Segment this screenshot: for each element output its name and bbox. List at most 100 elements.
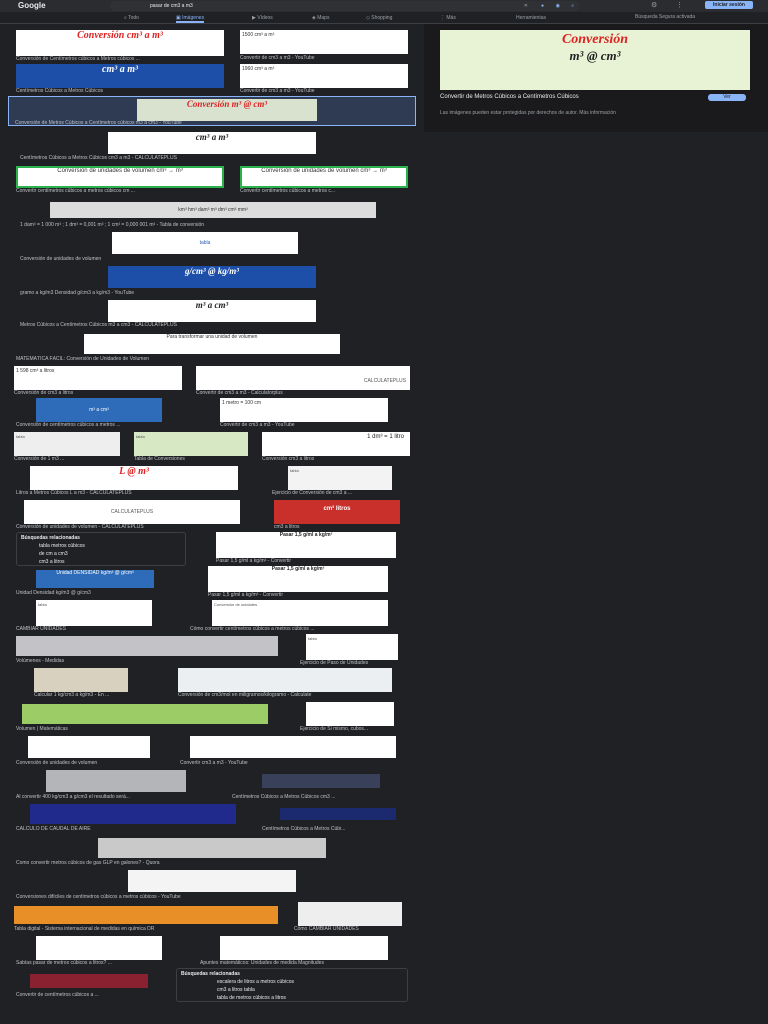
preview-title[interactable]: Convertir de Metros Cúbicos a Centímetro…	[440, 94, 579, 100]
search-icon[interactable]: ⌕	[571, 3, 574, 9]
signin-button[interactable]: Iniciar sesión	[705, 1, 753, 9]
result-caption[interactable]: Convertir de cm3 a m3 - YouTube	[220, 422, 295, 428]
result-caption[interactable]: Cómo CAMBIAR UNIDADES	[294, 926, 359, 932]
result-thumbnail[interactable]: 1 dm³ = 1 litro	[262, 432, 410, 456]
result-caption[interactable]: Pasar 1,5 g/ml a kg/m³ - Convertir	[208, 592, 284, 598]
apps-icon[interactable]: ⋮	[676, 2, 683, 9]
result-thumbnail[interactable]: Conversión de unidades	[212, 600, 388, 626]
result-caption[interactable]: gramo a kg/m3 Densidad g/cm3 a kg/m3 - Y…	[20, 290, 135, 296]
tab-shopping[interactable]: ◇ Shopping	[366, 15, 393, 21]
result-thumbnail[interactable]: tabla	[36, 600, 152, 626]
result-thumbnail[interactable]: Conversión m³ @ cm³	[137, 99, 317, 121]
result-thumbnail[interactable]	[30, 974, 148, 988]
result-thumbnail[interactable]	[34, 668, 128, 692]
result-caption[interactable]: Conversión cm3 a litros	[262, 456, 315, 462]
related-search-item[interactable]: escalera de litros a metros cúbicos	[217, 979, 294, 985]
result-caption[interactable]: Convertir centímetros cúbicos a metros c…	[16, 188, 135, 194]
result-caption[interactable]: Metros Cúbicos a Centímetros Cúbicos m3 …	[20, 322, 177, 328]
microphone-icon[interactable]: ●	[540, 3, 544, 9]
tab-videos[interactable]: ▶ Vídeos	[252, 15, 273, 21]
result-caption[interactable]: Tabla de Conversiones	[134, 456, 185, 462]
result-caption[interactable]: Centímetros Cúbicos a Metros Cúbi...	[262, 826, 346, 832]
result-caption[interactable]: Como convertir metros cúbicos de gas GLP…	[16, 860, 160, 866]
result-thumbnail[interactable]: g/cm³ @ kg/m³	[108, 266, 316, 288]
result-thumbnail[interactable]: tabla	[134, 432, 248, 456]
result-caption[interactable]: Apuntes matemáticos: Unidades de medida …	[200, 960, 324, 966]
result-caption[interactable]: Ejercicio de Conversión de cm3 a ...	[272, 490, 353, 496]
result-thumbnail[interactable]	[16, 636, 278, 656]
related-search-item[interactable]: tabla metros cúbicos	[39, 543, 85, 549]
tab-maps[interactable]: ◈ Maps	[312, 15, 330, 21]
result-caption[interactable]: Centímetros Cúbicos a Metros Cúbicos cm3…	[232, 794, 336, 800]
result-caption[interactable]: Convertir de cm3 a m3 - Calculatorplus	[196, 390, 283, 396]
result-caption[interactable]: Convertir de cm3 a m3 - YouTube	[240, 88, 315, 94]
result-thumbnail[interactable]: Pasar 1,5 g/ml a kg/m³	[208, 566, 388, 592]
result-thumbnail[interactable]: Para transformar una unidad de volumen	[84, 334, 340, 354]
result-thumbnail[interactable]: Conversión de unidades de volumen cm³ → …	[16, 166, 224, 188]
result-thumbnail[interactable]: CALCULATEPLUS	[196, 366, 410, 390]
result-caption[interactable]: CAMBIAR UNIDADES	[16, 626, 67, 632]
result-thumbnail[interactable]	[30, 804, 236, 824]
camera-icon[interactable]: ◉	[555, 3, 560, 9]
related-search-item[interactable]: tabla de metros cúbicos a litros	[217, 995, 286, 1001]
result-caption[interactable]: Conversión de Metros Cúbicos a Centímetr…	[15, 120, 182, 126]
preview-image[interactable]: Conversión m³ @ cm³	[440, 30, 750, 90]
result-thumbnail[interactable]: m³ a cm³	[108, 300, 316, 322]
result-thumbnail[interactable]: tabla	[306, 634, 398, 660]
result-caption[interactable]: Centímetros Cúbicos a Metros Cúbicos cm3…	[20, 155, 177, 161]
result-thumbnail[interactable]	[178, 668, 392, 692]
result-caption[interactable]: Convertir de cm3 a m3 - YouTube	[240, 55, 315, 61]
result-caption[interactable]: Conversiones difíciles de centímetros cú…	[16, 894, 181, 900]
result-caption[interactable]: Convertir centímetros cúbicos a metros c…	[240, 188, 336, 194]
tab-more[interactable]: ⋮ Más	[440, 15, 456, 21]
result-caption[interactable]: Conversión de unidades de volumen	[16, 760, 98, 766]
result-thumbnail[interactable]: cm³ litros	[274, 500, 400, 524]
result-thumbnail[interactable]	[98, 838, 326, 858]
result-thumbnail[interactable]	[220, 936, 388, 960]
result-caption[interactable]: Volúmenes - Medidas	[16, 658, 65, 664]
result-thumbnail[interactable]: 1 598 cm³ a litros	[14, 366, 182, 390]
result-caption[interactable]: Volumen | Matemáticas	[16, 726, 68, 732]
result-thumbnail[interactable]	[128, 870, 296, 892]
result-thumbnail[interactable]	[262, 774, 380, 788]
result-caption[interactable]: Pasar 1,5 g/ml a kg/m³ - Convertir	[216, 558, 292, 564]
result-thumbnail[interactable]: tabla	[288, 466, 392, 490]
result-thumbnail[interactable]	[14, 906, 278, 924]
result-thumbnail[interactable]: 1960 cm³ a m³	[240, 64, 408, 88]
result-thumbnail[interactable]	[46, 770, 186, 792]
result-caption[interactable]: Convertir de centímetros cúbicos a ...	[16, 992, 99, 998]
image-result-selected[interactable]: Conversión m³ @ cm³ Conversión de Metros…	[8, 96, 416, 126]
result-caption[interactable]: cm3 a litros	[274, 524, 300, 530]
result-caption[interactable]: Conversión de cm3 a litros	[14, 390, 74, 396]
google-logo[interactable]: Google	[18, 1, 46, 10]
search-query[interactable]: pasar de cm3 a m3	[150, 3, 193, 9]
result-caption[interactable]: Conversión de centímetros cúbicos a metr…	[16, 422, 121, 428]
clear-icon[interactable]: ✕	[523, 3, 528, 9]
result-caption[interactable]: Conversión de cm3/mol en miligramos/kilo…	[178, 692, 312, 698]
result-thumbnail[interactable]: Pasar 1,5 g/ml a kg/m³	[216, 532, 396, 558]
result-caption[interactable]: Calcular 1 kg/cm3 a kg/m3 - En ...	[34, 692, 110, 698]
result-caption[interactable]: Litros a Metros Cúbicos L a m3 - CALCULA…	[16, 490, 132, 496]
result-caption[interactable]: MATEMÁTICA FÁCIL: Conversión de Unidades…	[16, 356, 150, 362]
visit-button[interactable]: Ver	[708, 94, 746, 101]
result-caption[interactable]: Al convertir 400 kg/cm3 a g/cm3 el resul…	[16, 794, 130, 800]
result-caption[interactable]: Centímetros Cúbicos a Metros Cúbicos	[16, 88, 103, 94]
result-thumbnail[interactable]: tabla	[112, 232, 298, 254]
result-thumbnail[interactable]: Conversión de unidades de volumen cm³ → …	[240, 166, 408, 188]
tab-tools[interactable]: Herramientas	[516, 15, 547, 21]
related-search-item[interactable]: cm3 a litros tabla	[217, 987, 255, 993]
result-caption[interactable]: CÁLCULO DE CAUDAL DE AIRE	[16, 826, 91, 832]
result-thumbnail[interactable]	[298, 902, 402, 926]
result-caption[interactable]: Conversión de 1 m3 ...	[14, 456, 65, 462]
result-thumbnail[interactable]	[280, 808, 396, 820]
result-thumbnail[interactable]: L @ m³	[30, 466, 238, 490]
result-thumbnail[interactable]: Conversión cm³ a m³	[16, 30, 224, 56]
result-thumbnail[interactable]: tabla	[14, 432, 120, 456]
result-caption[interactable]: Unidad Densidad kg/m3 @ g/cm3	[16, 590, 91, 596]
result-thumbnail[interactable]: 1 metro = 100 cm	[220, 398, 388, 422]
result-thumbnail[interactable]	[36, 936, 162, 960]
result-caption[interactable]: Cómo convertir centímetros cúbicos a met…	[190, 626, 315, 632]
result-caption[interactable]: Sabías pasar de metros cúbicos a litros?…	[16, 960, 112, 966]
result-caption[interactable]: Convertir cm3 a m3 - YouTube	[180, 760, 248, 766]
result-caption[interactable]: Tabla digital - Sistema internacional de…	[14, 926, 155, 932]
